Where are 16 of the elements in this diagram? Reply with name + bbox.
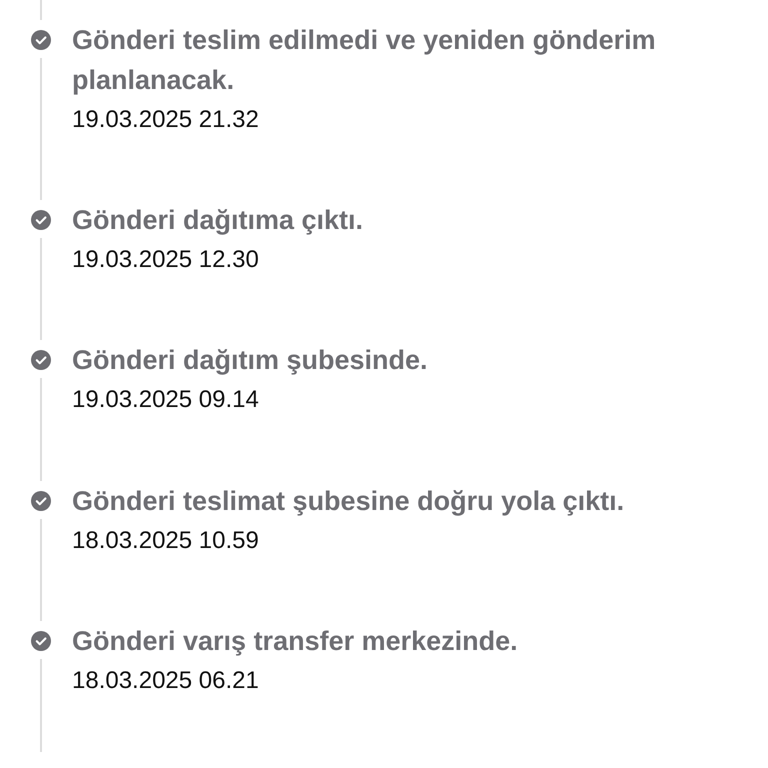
timestamp: 18.03.2025 06.21	[72, 666, 260, 696]
timeline-line	[40, 58, 42, 200]
timeline-line	[40, 0, 42, 20]
timeline-line	[40, 238, 42, 340]
status-text: Gönderi teslim edilmedi ve yeniden gönderim planlanacak.	[72, 24, 657, 97]
timestamp: 18.03.2025 10.59	[72, 526, 260, 556]
status-text: Gönderi dağıtım şubesinde.	[72, 344, 429, 377]
timeline-line	[40, 659, 42, 752]
timestamp: 19.03.2025 21.32	[72, 105, 260, 135]
timestamp: 19.03.2025 12.30	[72, 245, 260, 275]
status-text: Gönderi varış transfer merkezinde.	[72, 625, 519, 658]
timestamp: 19.03.2025 09.14	[72, 385, 260, 415]
status-text: Gönderi teslimat şubesine doğru yola çıktı.	[72, 485, 626, 518]
status-text: Gönderi dağıtıma çıktı.	[72, 204, 364, 237]
timeline-line	[40, 378, 42, 481]
timeline-line	[40, 519, 42, 621]
